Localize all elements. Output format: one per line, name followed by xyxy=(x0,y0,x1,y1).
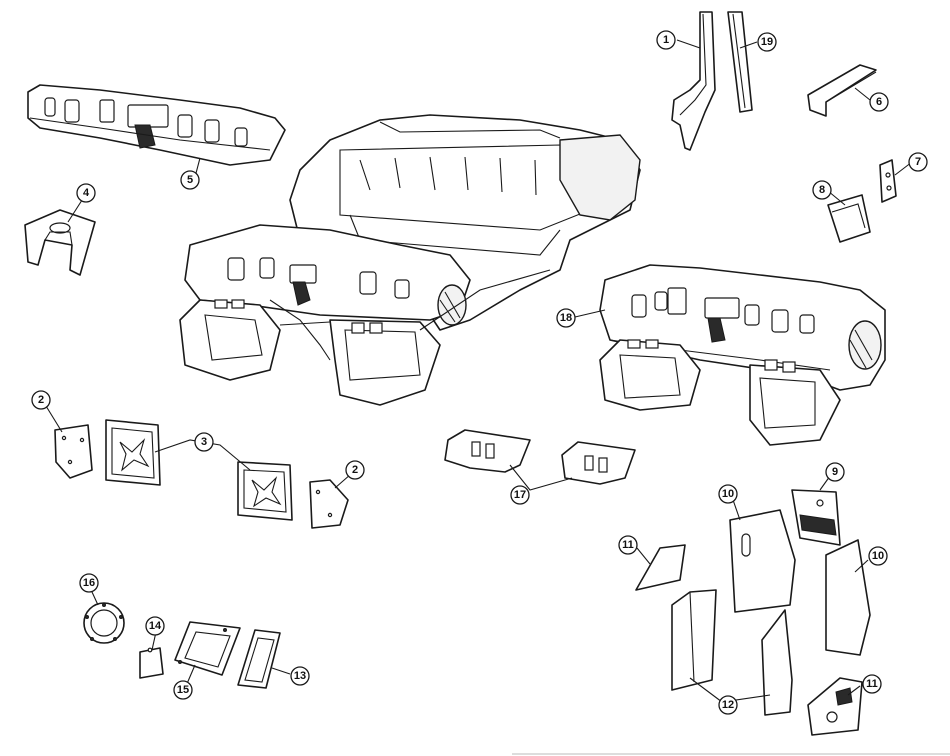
callout-11-lower: 11 xyxy=(862,674,882,694)
callout-14-label: 14 xyxy=(149,620,162,632)
callout-8-label: 8 xyxy=(819,184,825,196)
callout-10-left: 10 xyxy=(718,484,738,504)
plate-part-3-left xyxy=(105,419,161,486)
callout-14: 14 xyxy=(145,616,165,636)
callout-2-right-label: 2 xyxy=(352,464,358,476)
callout-2-left: 2 xyxy=(31,390,51,410)
callout-6: 6 xyxy=(869,92,889,112)
callout-17: 17 xyxy=(510,485,530,505)
callout-5-label: 5 xyxy=(187,174,193,186)
callout-12-label: 12 xyxy=(722,699,734,711)
callout-17-label: 17 xyxy=(514,489,526,501)
callout-12: 12 xyxy=(718,695,738,715)
callout-19-label: 19 xyxy=(761,36,773,48)
callout-5: 5 xyxy=(180,170,200,190)
panel-part-12-left xyxy=(671,589,717,691)
seal-part-16 xyxy=(83,602,125,644)
callout-16: 16 xyxy=(79,573,99,593)
callout-15-label: 15 xyxy=(177,684,189,696)
bracket-part-4 xyxy=(24,209,96,276)
pillar-part-1 xyxy=(671,11,716,151)
callout-7: 7 xyxy=(908,152,928,172)
callout-4-label: 4 xyxy=(83,187,90,199)
rear-panel-part-5 xyxy=(27,84,286,166)
callout-2-right: 2 xyxy=(345,460,365,480)
callout-10-left-label: 10 xyxy=(722,488,734,500)
plate-part-3-right xyxy=(237,461,293,521)
callout-18: 18 xyxy=(556,308,576,328)
callout-3-label: 3 xyxy=(201,436,207,448)
panel-part-12-right xyxy=(761,609,793,716)
pillar-part-19 xyxy=(727,11,753,113)
callout-3: 3 xyxy=(194,432,214,452)
callout-4: 4 xyxy=(76,183,96,203)
callout-1: 1 xyxy=(656,30,676,50)
callout-15: 15 xyxy=(173,680,193,700)
callout-9: 9 xyxy=(825,462,845,482)
callout-16-label: 16 xyxy=(83,577,95,589)
body-shell xyxy=(179,114,641,406)
callout-6-label: 6 xyxy=(876,96,882,108)
bracket-part-7 xyxy=(879,159,897,203)
plate-part-14 xyxy=(139,647,164,679)
panel-part-10-left xyxy=(729,509,796,613)
callout-11-lower-label: 11 xyxy=(866,678,878,690)
panel-part-10-right xyxy=(825,539,871,656)
panel-part-11-lower xyxy=(807,677,863,736)
front-assembly-part-18 xyxy=(599,264,886,446)
callout-13: 13 xyxy=(290,666,310,686)
panel-part-11-upper xyxy=(635,544,686,591)
gasket-part-15 xyxy=(174,621,241,676)
callout-9-label: 9 xyxy=(832,466,838,478)
gusset-part-2-left xyxy=(54,424,93,479)
callout-11-upper-label: 11 xyxy=(622,539,634,551)
callout-7-label: 7 xyxy=(915,156,921,168)
callout-11-upper: 11 xyxy=(618,535,638,555)
gusset-part-2-right xyxy=(309,479,349,529)
panel-part-9 xyxy=(791,489,841,546)
callout-2-left-label: 2 xyxy=(38,394,44,406)
callout-13-label: 13 xyxy=(294,670,306,682)
floor-panel-part-17-left xyxy=(444,429,531,473)
bracket-part-8 xyxy=(827,194,871,243)
callout-18-label: 18 xyxy=(560,312,572,324)
callout-19: 19 xyxy=(757,32,777,52)
channel-part-6 xyxy=(807,64,877,117)
callout-10-right-label: 10 xyxy=(872,550,884,562)
callout-10-right: 10 xyxy=(868,546,888,566)
floor-panel-part-17-right xyxy=(561,441,636,485)
callout-1-label: 1 xyxy=(663,34,669,46)
callout-8: 8 xyxy=(812,180,832,200)
frame-part-13 xyxy=(237,629,281,689)
